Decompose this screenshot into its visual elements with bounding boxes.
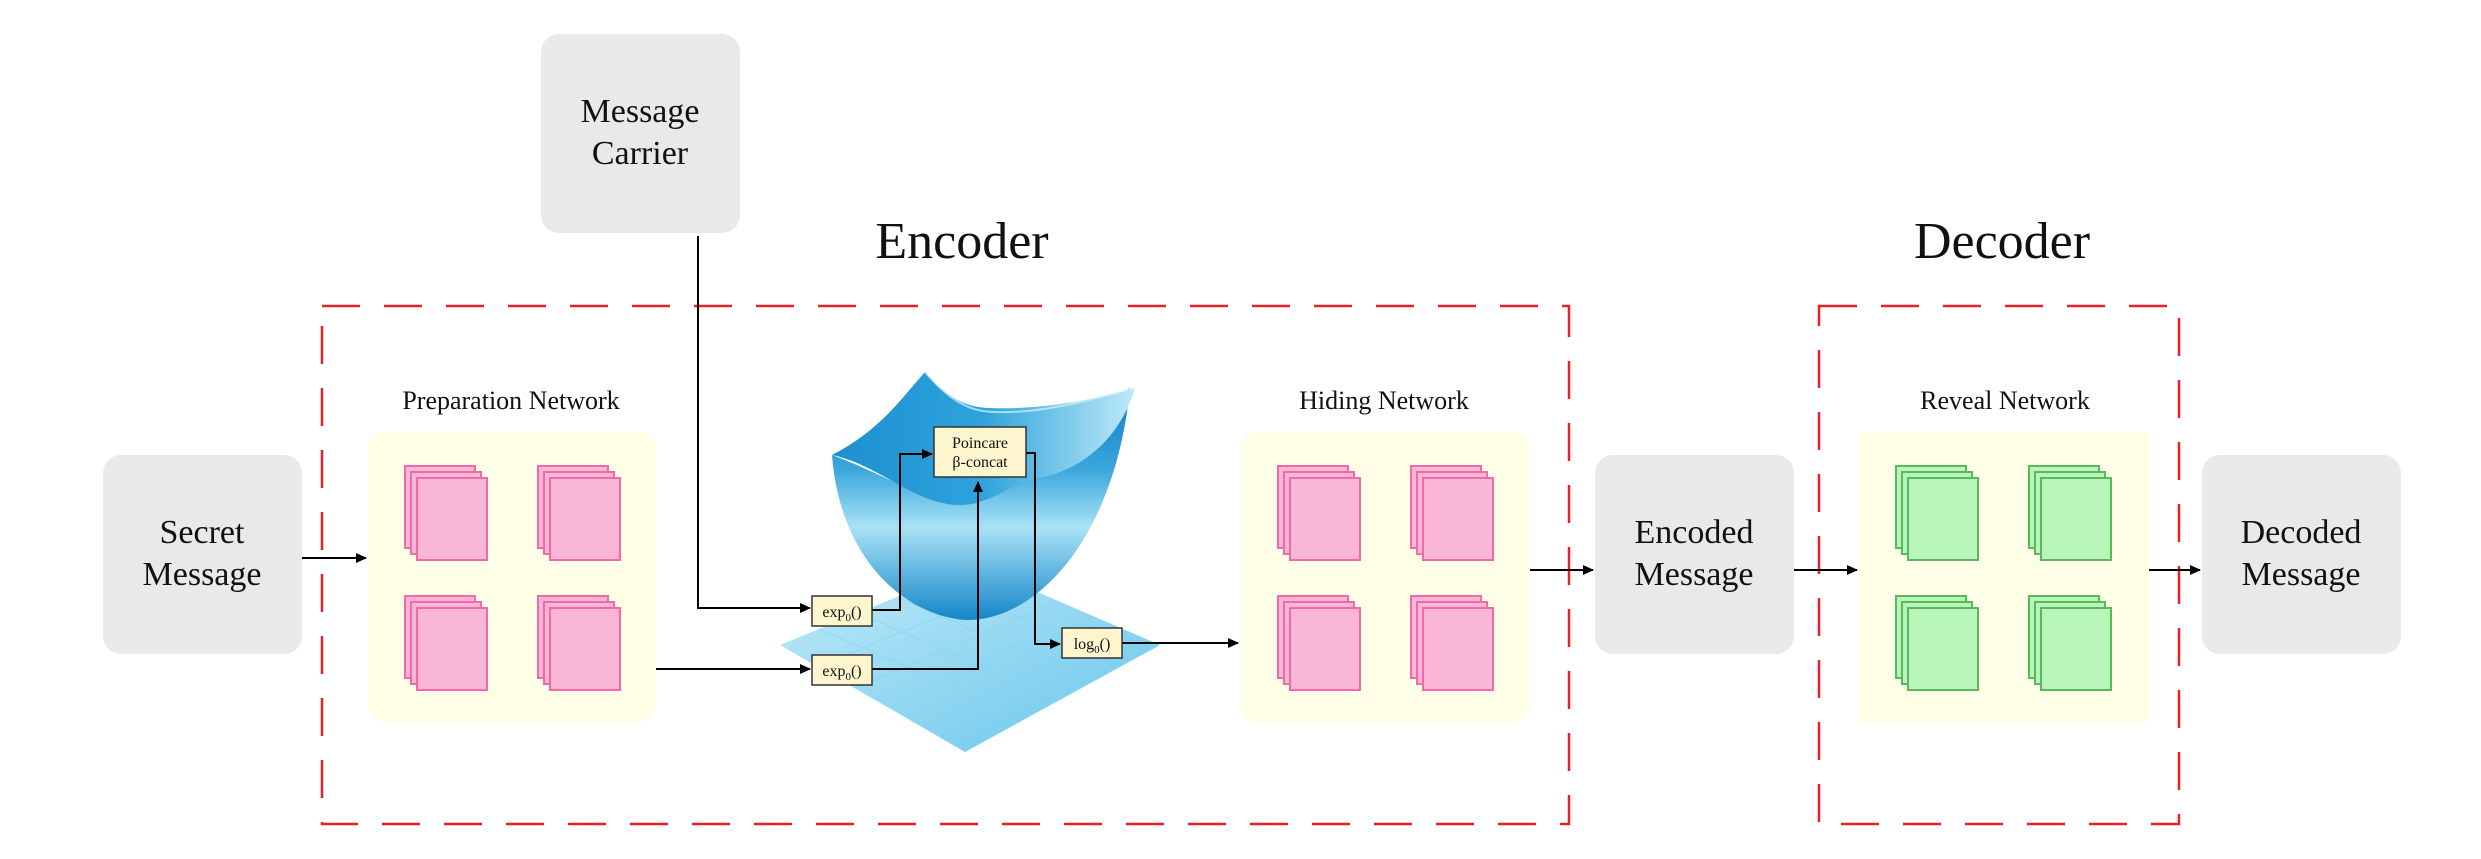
decoder-region	[1817, 304, 2181, 826]
reveal-network-label: Reveal Network	[1920, 386, 2090, 415]
poincare-concat-box: Poincare β-concat	[933, 426, 1027, 478]
svg-text:Message: Message	[2242, 556, 2361, 593]
exp-map-bottom-box: exp0()	[811, 654, 873, 686]
preparation-layers	[404, 465, 621, 691]
exp-map-top-box: exp0()	[811, 595, 873, 627]
decoded-message-box: Decoded Message	[2202, 455, 2401, 654]
svg-text:Poincare: Poincare	[952, 435, 1008, 452]
decoder-title: Decoder	[1914, 213, 2090, 270]
svg-text:Message: Message	[1635, 556, 1754, 593]
svg-text:exp0(): exp0()	[822, 604, 861, 624]
svg-text:Carrier: Carrier	[592, 135, 689, 172]
log-map-box: log0()	[1061, 627, 1123, 659]
encoder-title: Encoder	[875, 213, 1048, 270]
exp-top-to-concat-arrow	[872, 449, 933, 611]
encoder-region	[320, 304, 1571, 826]
svg-text:Encoded: Encoded	[1635, 514, 1754, 551]
reveal-layers	[1895, 465, 2112, 691]
concat-to-log-arrow	[1026, 452, 1061, 649]
svg-text:Message: Message	[143, 556, 262, 593]
exp-bottom-to-concat-arrow	[872, 481, 983, 670]
svg-text:β-concat: β-concat	[952, 454, 1008, 471]
hiding-network-label: Hiding Network	[1299, 386, 1469, 415]
svg-text:exp0(): exp0()	[822, 663, 861, 683]
hiding-layers	[1277, 465, 1494, 691]
secret-message-box: Secret Message	[103, 455, 302, 654]
svg-text:Secret: Secret	[160, 514, 246, 551]
carrier-to-exp-arrow	[697, 236, 811, 613]
svg-text:Decoded: Decoded	[2241, 514, 2362, 551]
encoded-message-box: Encoded Message	[1595, 455, 1794, 654]
svg-text:Message: Message	[581, 93, 700, 130]
preparation-network-label: Preparation Network	[402, 386, 619, 415]
svg-text:log0(): log0()	[1074, 636, 1111, 656]
poincare-manifold	[832, 371, 1136, 621]
message-carrier-box: Message Carrier	[541, 34, 740, 233]
